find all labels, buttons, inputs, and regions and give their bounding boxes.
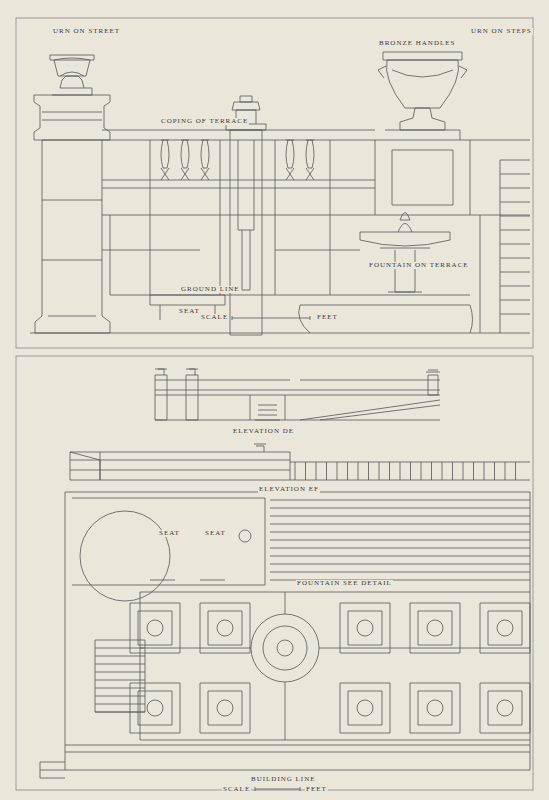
drawing-label: BRONZE HANDLES [378, 40, 456, 47]
drawing-label: FOUNTAIN ON TERRACE [368, 262, 470, 269]
drawing-label: FEET [305, 786, 328, 793]
drawing-label: URN ON STREET [52, 28, 121, 35]
drawing-label: FOUNTAIN SEE DETAIL [296, 580, 393, 587]
drawing-stroke [161, 140, 314, 180]
drawing-label: SEAT [158, 530, 181, 537]
drawing-label: COPING OF TERRACE [160, 118, 249, 125]
drawing-stroke [95, 648, 145, 712]
drawing-stroke [500, 160, 530, 314]
drawing-stroke [290, 462, 530, 480]
drawing-label: SEAT [178, 308, 201, 315]
drawing-label: FEET [316, 314, 339, 321]
drawing-label: ELEVATION DE [232, 428, 295, 435]
drawing-label: BUILDING LINE [250, 776, 317, 783]
drawing-label: SEAT [204, 530, 227, 537]
drawing-label: URN ON STEPS [470, 28, 533, 35]
drawing-label: SCALE [222, 786, 251, 793]
drawing-label: ELEVATION EF [258, 486, 320, 493]
drawing-stroke [130, 500, 530, 740]
drawing-label: GROUND LINE [180, 286, 241, 293]
drawing-label: SCALE [200, 314, 229, 321]
